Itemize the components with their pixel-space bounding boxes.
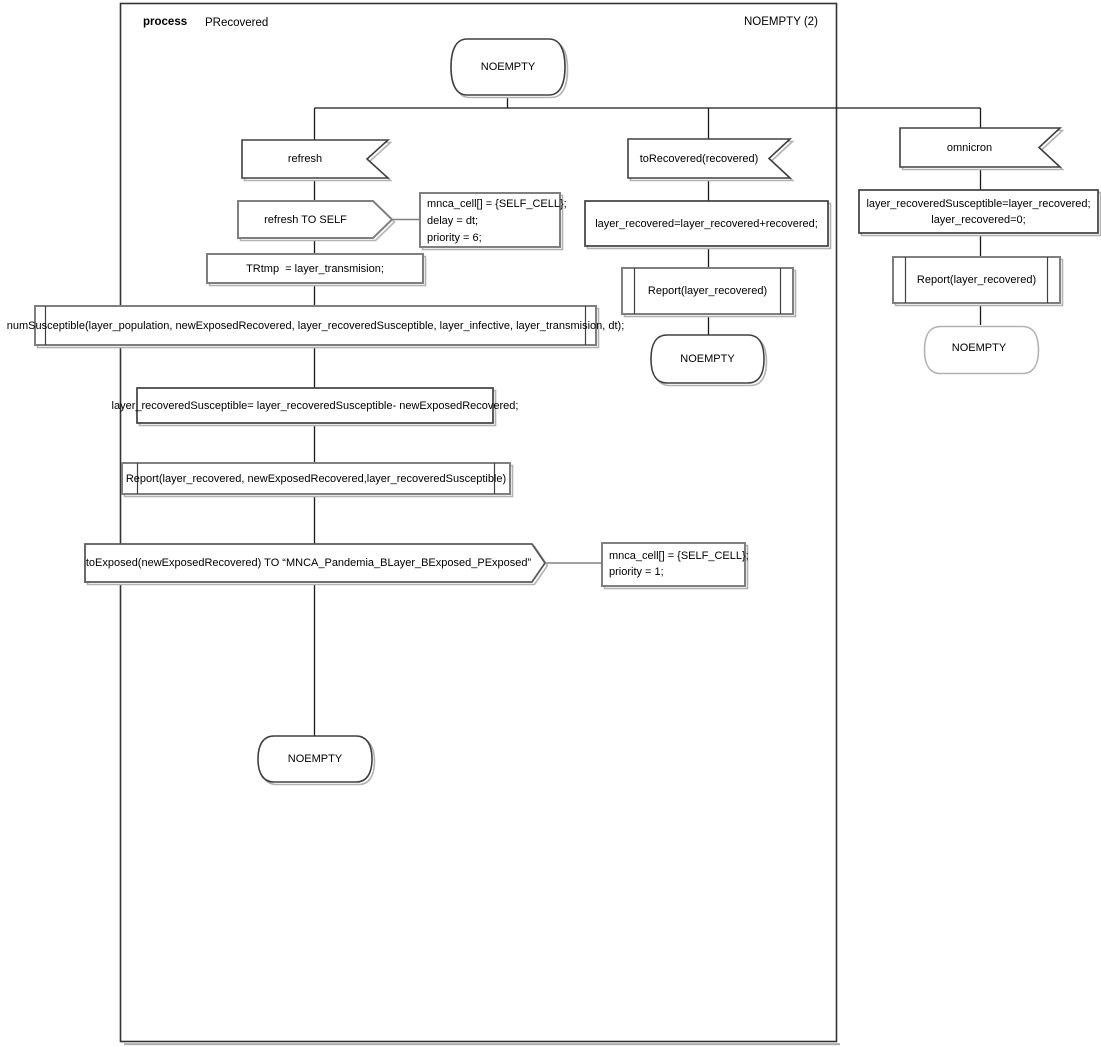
recovered-susceptible-task[interactable]: layer_recoveredSusceptible= layer_recove… xyxy=(111,399,519,412)
comment-connectors xyxy=(392,218,602,564)
torecovered-input-shape xyxy=(627,138,793,179)
omnicron-input[interactable]: omnicron xyxy=(946,141,993,154)
omnicron-report-call-shape xyxy=(892,256,1061,304)
omnicron-task-shape xyxy=(858,189,1099,234)
toexposed-output[interactable]: toExposed(newExposedRecovered) TO “MNCA_… xyxy=(85,557,532,569)
refresh-end-state-shape xyxy=(257,735,373,783)
refresh-input[interactable]: refresh xyxy=(287,153,323,165)
comment-line: priority = 6; xyxy=(427,232,482,244)
recovered-susceptible-task-shape xyxy=(136,387,494,424)
task-line: layer_recovered=0; xyxy=(931,213,1026,226)
torecovered-input[interactable]: toRecovered(recovered) xyxy=(639,152,759,165)
torecovered-end-state-shape xyxy=(650,334,765,384)
refresh-output-shape xyxy=(237,200,394,239)
comment-line: delay = dt; xyxy=(427,215,479,227)
omnicron-end-state[interactable]: NOEMPTY xyxy=(951,341,1007,354)
omnicron-input-shape xyxy=(899,127,1063,168)
numsusceptible-call[interactable]: numSusceptible(layer_population, newExpo… xyxy=(6,319,625,332)
omnicron-report-call[interactable]: Report(layer_recovered) xyxy=(916,274,1037,286)
comment-line: priority = 1; xyxy=(609,566,664,578)
trtmp-task-shape xyxy=(206,253,424,284)
trtmp-task[interactable]: TRtmp = layer_transmision; xyxy=(246,262,384,275)
start-state-shape xyxy=(450,38,566,96)
omnicron-task[interactable]: layer_recoveredSusceptible=layer_recover… xyxy=(859,190,1098,233)
report-recovered-call-shape xyxy=(621,267,794,315)
process-kind-label: process xyxy=(143,16,188,28)
toexposed-comment-shape xyxy=(601,542,746,587)
refresh-input-shape xyxy=(241,139,391,179)
state-ref-label: NOEMPTY (2) xyxy=(744,16,818,28)
recovered-task[interactable]: layer_recovered=layer_recovered+recovere… xyxy=(595,217,818,230)
comment-line: mnca_cell[] = {SELF_CELL}; xyxy=(609,550,749,562)
task-line: layer_recoveredSusceptible=layer_recover… xyxy=(866,197,1091,210)
report-full-call-shape xyxy=(121,462,511,495)
process-frame xyxy=(119,2,838,1043)
comment-line: mnca_cell[] = {SELF_CELL}; xyxy=(427,198,567,210)
toexposed-output-shape xyxy=(84,543,547,583)
recovered-task-shape xyxy=(584,200,829,247)
start-state[interactable]: NOEMPTY xyxy=(480,61,536,73)
report-full-call[interactable]: Report(layer_recovered, newExposedRecove… xyxy=(125,472,507,485)
numsusceptible-call-shape xyxy=(34,305,597,346)
refresh-comment[interactable]: mnca_cell[] = {SELF_CELL}; delay = dt; p… xyxy=(420,193,567,247)
refresh-output[interactable]: refresh TO SELF xyxy=(264,213,347,226)
torecovered-end-state[interactable]: NOEMPTY xyxy=(680,353,735,365)
refresh-end-state[interactable]: NOEMPTY xyxy=(287,753,343,765)
report-recovered-call[interactable]: Report(layer_recovered) xyxy=(647,285,768,297)
shapes xyxy=(34,38,1099,783)
flow-lines xyxy=(313,95,982,737)
toexposed-comment[interactable]: mnca_cell[] = {SELF_CELL}; priority = 1; xyxy=(602,543,749,586)
refresh-comment-shape xyxy=(419,192,561,248)
process-name-label: PRecovered xyxy=(205,17,269,29)
